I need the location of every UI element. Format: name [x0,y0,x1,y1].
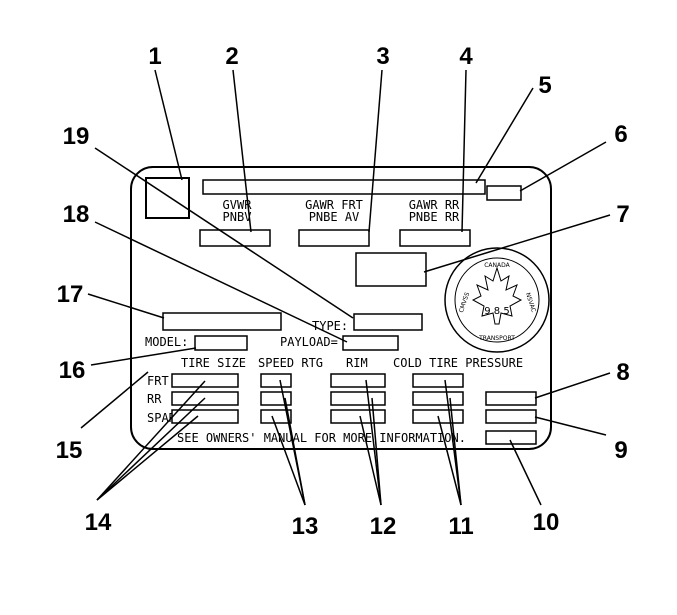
speed-rtg-header: SPEED RTG [258,356,323,370]
payload-label: PAYLOAD= [280,335,338,349]
leader-14b [96,397,206,501]
leader-19 [94,147,354,319]
leader-12b [371,397,382,506]
callout-2: 2 [225,43,238,70]
callout-9: 9 [614,437,627,464]
box-17 [162,312,282,331]
seal-bottom-text: TRANSPORT [478,335,515,342]
leader-4 [461,69,467,233]
leader-17 [87,293,165,319]
leader-11b [449,397,462,506]
row-rr-label: RR [147,392,162,406]
leader-13b [284,397,306,506]
box-1 [145,177,190,219]
leader-1 [154,69,183,181]
manual-note: SEE OWNERS' MANUAL FOR MORE INFORMATION. [177,431,466,445]
leader-14c [96,415,199,501]
pnbe-rr-label: PNBE RR [409,210,460,224]
cold-tire-pressure-header: COLD TIRE PRESSURE [393,356,523,370]
leader-lines [80,69,611,506]
callout-11: 11 [448,513,473,540]
callout-16: 16 [59,357,86,384]
callout-18: 18 [63,201,90,228]
pnbe-av-label: PNBE AV [309,210,360,224]
callout-7: 7 [616,201,629,228]
gawr-frt-label: GAWR FRT [305,198,363,212]
callout-10: 10 [533,509,560,536]
leader-9 [534,416,607,436]
leader-5 [475,87,534,184]
pnbv-label: PNBV [223,210,252,224]
callout-1: 1 [148,43,161,70]
box-3 [298,229,370,247]
callout-12: 12 [370,513,397,540]
callout-17: 17 [57,281,84,308]
type-label: TYPE: [312,319,348,333]
pressure-box-frt [412,373,464,388]
box-8 [485,391,537,406]
box-10 [485,430,537,445]
box-6 [486,185,522,201]
rim-header: RIM [346,356,368,370]
rim-box-rr [330,391,386,406]
leader-10 [509,439,542,506]
speed-rtg-box-spare [260,409,292,424]
leader-18 [94,221,348,343]
seal-number: 9 8 5 [484,306,509,317]
leader-15 [80,371,149,429]
box-7 [355,252,427,287]
box-16 [194,335,248,351]
leader-14a [96,380,206,501]
leader-12c [359,415,382,506]
tire-size-box-frt [171,373,239,388]
seal-top-text: CANADA [484,262,510,269]
box-19 [353,313,423,331]
tire-size-header: TIRE SIZE [181,356,246,370]
box-18 [342,335,399,351]
callout-6: 6 [614,121,627,148]
box-9 [485,409,537,424]
rim-box-frt [330,373,386,388]
model-label: MODEL: [145,335,188,349]
box-4 [399,229,471,247]
leader-7 [423,214,611,273]
row-frt-label: FRT [147,374,169,388]
gvwr-label: GVWR [223,198,253,212]
speed-rtg-box-frt [260,373,292,388]
callout-4: 4 [459,43,473,70]
callouts: 1 2 3 4 5 6 7 8 9 10 11 12 13 14 15 16 1… [56,43,630,540]
leader-8 [534,372,611,399]
callout-13: 13 [292,513,319,540]
leader-2 [232,69,252,233]
callout-3: 3 [376,43,389,70]
box-2 [199,229,271,247]
tire-size-box-spare [171,409,239,424]
callout-19: 19 [63,123,90,150]
leader-13c [271,415,306,506]
pressure-box-rr [412,391,464,406]
callout-8: 8 [616,359,629,386]
rim-box-spare [330,409,386,424]
leader-11c [437,415,462,506]
box-top-bar [202,179,486,195]
callout-14: 14 [85,509,112,536]
leader-6 [519,141,607,192]
gawr-rr-label: GAWR RR [409,198,460,212]
callout-15: 15 [56,437,83,464]
maple-leaf-icon [471,266,523,325]
leader-3 [368,69,383,233]
leader-16 [90,347,197,366]
callout-5: 5 [538,72,551,99]
